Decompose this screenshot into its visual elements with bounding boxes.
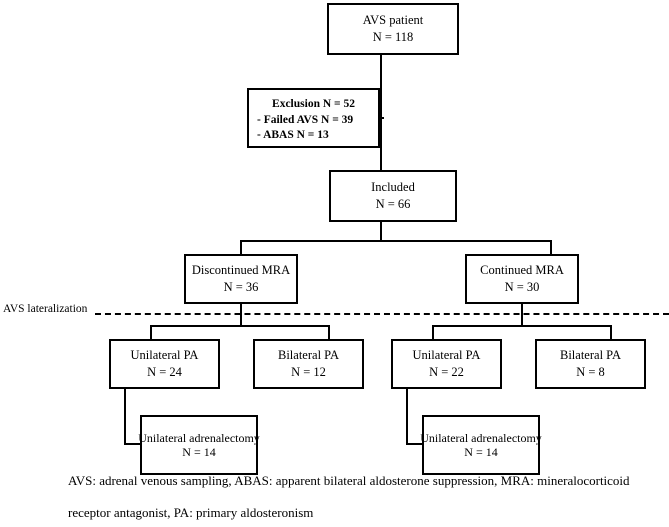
box-cont-bilateral-pa-line1: Bilateral PA: [560, 348, 621, 363]
connector-avs-to-included: [380, 55, 382, 170]
connector-discontinued-drop: [240, 240, 242, 255]
box-disc-unilateral-pa-line2: N = 24: [147, 365, 182, 379]
box-discontinued-mra: Discontinued MRA N = 36: [184, 254, 298, 304]
connector-cont-adrenalectomy-horizontal: [406, 443, 428, 445]
box-exclusion: Exclusion N = 52 - Failed AVS N = 39 - A…: [247, 88, 380, 148]
connector-disc-adrenalectomy-vertical: [124, 389, 126, 445]
connector-discontinued-to-pa: [240, 304, 242, 326]
box-disc-adrenalectomy-line1: Unilateral adrenalectomy: [138, 430, 260, 445]
box-cont-adrenalectomy: Unilateral adrenalectomy N = 14: [420, 415, 542, 475]
box-avs-patient-line1: AVS patient: [362, 13, 424, 28]
connector-included-stem: [380, 222, 382, 241]
box-disc-bilateral-pa-line2: N = 12: [291, 365, 326, 379]
box-discontinued-mra-line1: Discontinued MRA: [191, 263, 291, 278]
connector-disc-unilateral-drop: [150, 325, 152, 340]
connector-exclusion-stub: [378, 117, 384, 119]
connector-cont-unilateral-drop: [432, 325, 434, 340]
box-avs-patient: AVS patient N = 118: [327, 3, 459, 55]
box-disc-unilateral-pa-line1: Unilateral PA: [130, 348, 199, 363]
box-continued-mra-line1: Continued MRA: [480, 263, 564, 278]
box-included-line1: Included: [371, 180, 415, 195]
connector-mra-split-bar: [240, 240, 552, 242]
avs-lateralization-line: [95, 313, 669, 315]
connector-disc-adrenalectomy-horizontal: [124, 443, 146, 445]
footnote-line-2: receptor antagonist, PA: primary aldoste…: [68, 505, 314, 520]
box-cont-bilateral-pa-line2: N = 8: [576, 365, 605, 379]
avs-lateralization-label: AVS lateralization: [3, 303, 88, 315]
box-disc-unilateral-pa: Unilateral PA N = 24: [109, 339, 220, 389]
box-disc-adrenalectomy: Unilateral adrenalectomy N = 14: [138, 415, 260, 475]
box-discontinued-mra-line2: N = 36: [223, 280, 259, 294]
connector-disc-bilateral-drop: [328, 325, 330, 340]
box-cont-bilateral-pa: Bilateral PA N = 8: [535, 339, 646, 389]
box-disc-adrenalectomy-line2: N = 14: [182, 445, 216, 459]
connector-cont-pa-split-bar: [432, 325, 612, 327]
connector-cont-bilateral-drop: [610, 325, 612, 340]
box-cont-unilateral-pa-line1: Unilateral PA: [412, 348, 481, 363]
box-exclusion-line1: Exclusion N = 52: [272, 98, 355, 110]
box-disc-bilateral-pa-line1: Bilateral PA: [278, 348, 339, 363]
connector-continued-drop: [550, 240, 552, 255]
box-cont-unilateral-pa: Unilateral PA N = 22: [391, 339, 502, 389]
box-avs-patient-line2: N = 118: [372, 30, 414, 44]
connector-cont-adrenalectomy-vertical: [406, 389, 408, 445]
box-included-line2: N = 66: [375, 197, 411, 211]
box-included: Included N = 66: [329, 170, 457, 222]
box-continued-mra-line2: N = 30: [504, 280, 540, 294]
box-cont-adrenalectomy-line2: N = 14: [464, 445, 498, 459]
footnote-line-1: AVS: adrenal venous sampling, ABAS: appa…: [68, 473, 630, 488]
box-exclusion-line2: - Failed AVS N = 39: [257, 113, 354, 126]
box-cont-adrenalectomy-line1: Unilateral adrenalectomy: [420, 430, 542, 445]
box-disc-bilateral-pa: Bilateral PA N = 12: [253, 339, 364, 389]
box-cont-unilateral-pa-line2: N = 22: [429, 365, 464, 379]
connector-disc-pa-split-bar: [150, 325, 330, 327]
box-exclusion-line3: - ABAS N = 13: [257, 129, 329, 142]
box-continued-mra: Continued MRA N = 30: [465, 254, 579, 304]
connector-continued-to-pa: [521, 304, 523, 326]
